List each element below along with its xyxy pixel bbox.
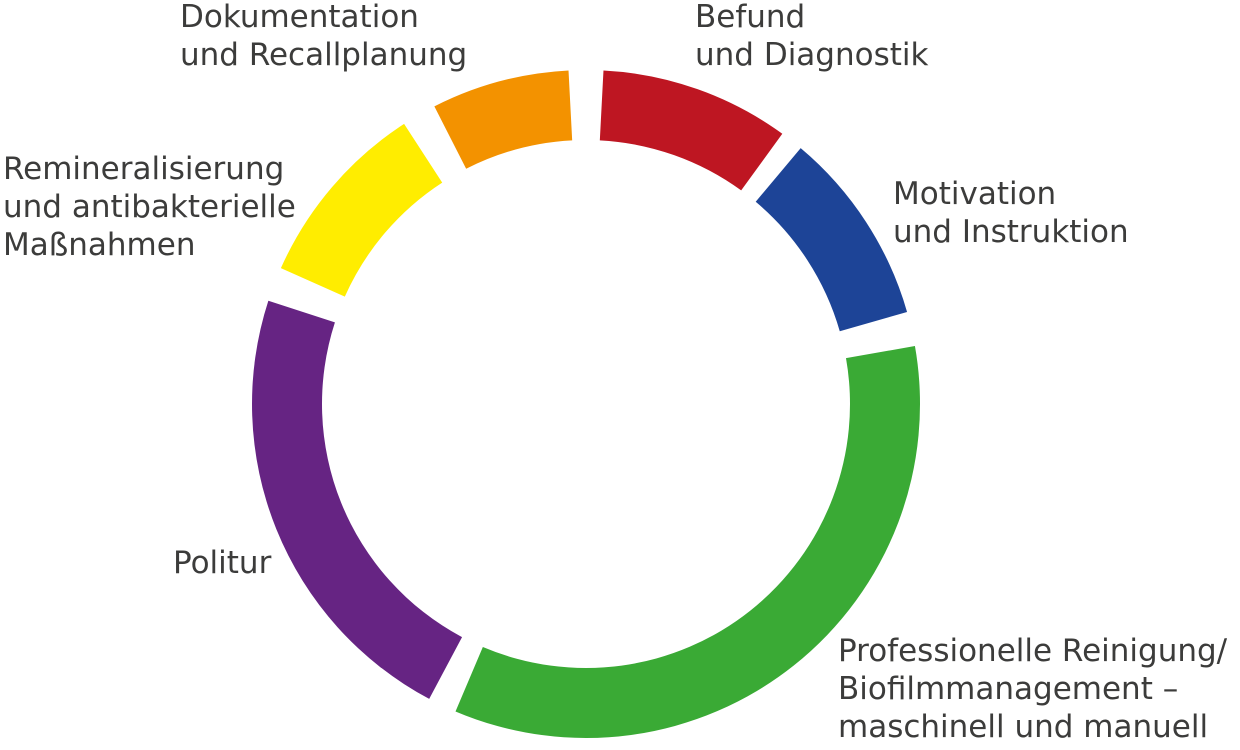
label-line: Biofilmmanagement –: [838, 671, 1179, 707]
label-line: Motivation: [893, 176, 1057, 212]
ring-segments: [252, 70, 921, 739]
label-professionelle-reinigung: Professionelle Reinigung/ Biofilmmanagem…: [838, 632, 1227, 746]
ring-segment-motivation: [755, 148, 908, 332]
label-line: Befund: [695, 0, 806, 35]
ring-segment-remin: [280, 123, 443, 297]
ring-segment-politur: [252, 300, 463, 699]
label-line: und Recallplanung: [180, 37, 468, 73]
label-motivation-und-instruktion: Motivation und Instruktion: [893, 175, 1129, 251]
label-line: Professionelle Reinigung/: [838, 633, 1228, 669]
ring-segment-reinigung: [455, 346, 921, 739]
label-politur: Politur: [173, 544, 271, 582]
label-line: und Instruktion: [893, 214, 1129, 250]
label-line: Dokumentation: [180, 0, 419, 35]
label-befund-und-diagnostik: Befund und Diagnostik: [695, 0, 928, 74]
label-line: Politur: [173, 545, 272, 581]
ring-segment-doku: [434, 70, 573, 169]
label-line: Maßnahmen: [3, 227, 196, 263]
label-line: Remineralisierung: [3, 151, 285, 187]
label-dokumentation-und-recallplanung: Dokumentation und Recallplanung: [180, 0, 467, 74]
label-line: und Diagnostik: [695, 37, 929, 73]
label-line: und antibakterielle: [3, 189, 296, 225]
label-remineralisierung: Remineralisierung und antibakterielle Ma…: [3, 150, 296, 264]
label-line: maschinell und manuell: [838, 709, 1209, 745]
ring-segment-befund: [599, 70, 783, 191]
